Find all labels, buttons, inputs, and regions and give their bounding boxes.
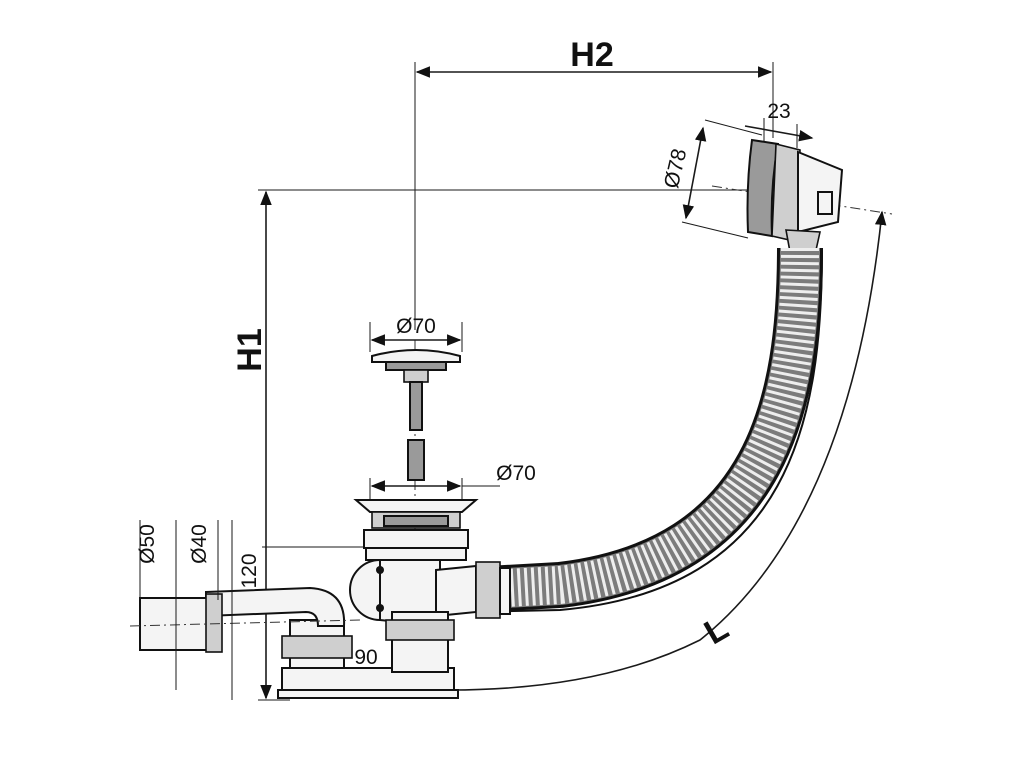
trap-and-outlet: Ø50 Ø40 <box>129 520 459 700</box>
overflow-head: Ø78 23 <box>660 100 893 253</box>
waste-body: Ø70 <box>349 462 536 624</box>
dimension-120: 120 <box>238 546 380 589</box>
label-h2: H2 <box>570 36 613 74</box>
label-d40: Ø40 <box>188 524 211 564</box>
label-h1: H1 <box>231 328 269 371</box>
label-120: 120 <box>238 553 261 588</box>
dimension-h2: H2 <box>414 36 774 330</box>
label-d70-mid: Ø70 <box>496 462 536 485</box>
label-d70-top: Ø70 <box>396 315 436 338</box>
label-d50: Ø50 <box>136 524 159 564</box>
label-d78: Ø78 <box>660 147 691 191</box>
label-d23: 23 <box>767 100 790 123</box>
label-90: 90 <box>354 646 377 669</box>
corrugated-hose <box>468 247 823 613</box>
label-l: L <box>698 609 735 652</box>
